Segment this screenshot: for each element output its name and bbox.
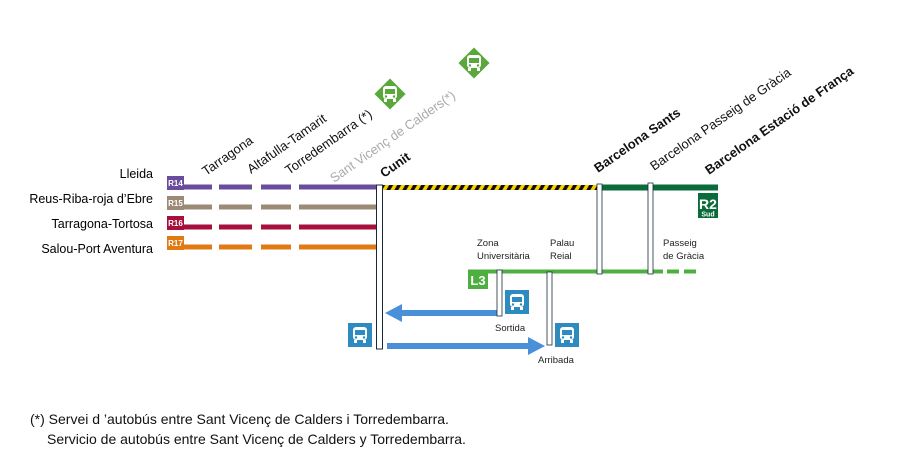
- bus-icon: [505, 290, 529, 314]
- arrow-to-palau-reial: [387, 337, 545, 355]
- zona-universitaria-connector: [496, 269, 503, 317]
- line-segment-r14: [299, 184, 376, 190]
- line-segment-r16: [219, 224, 252, 230]
- l3-dash: [684, 269, 696, 274]
- svg-text:L3: L3: [470, 273, 485, 288]
- line-segment-r17: [184, 244, 212, 250]
- passeig-gracia-connector: [647, 182, 654, 275]
- station-tarragona: Tarragona: [199, 132, 256, 178]
- footnote-spanish: Servicio de autobús entre Sant Vicenç de…: [47, 431, 466, 447]
- bus-icon: [348, 323, 372, 347]
- line-badge-text: R16: [168, 219, 183, 228]
- line-segment-r16: [261, 224, 291, 230]
- origin-label-tarragona-tortosa: Tarragona-Tortosa: [52, 217, 153, 231]
- palau-reial-connector: [546, 271, 553, 346]
- line-badge-text: R14: [168, 179, 183, 188]
- bus-icon: [555, 323, 579, 347]
- bus-sortida-label: Sortida: [495, 323, 526, 334]
- replacement-bus-icon: [458, 47, 490, 79]
- line-badge-r14: R14: [167, 176, 184, 190]
- r2-line: [597, 184, 718, 191]
- line-badge-r16: R16: [167, 216, 184, 230]
- line-segment-r15: [261, 204, 291, 210]
- line-badge-text: R17: [168, 239, 183, 248]
- r2-sud-badge: R2 Sud: [698, 193, 718, 219]
- line-segment-r17: [219, 244, 252, 250]
- l3-badge: L3: [468, 270, 488, 289]
- line-segment-r14: [219, 184, 252, 190]
- origin-label-salou: Salou-Port Aventura: [41, 242, 153, 256]
- line-badge-r17: R17: [167, 236, 184, 250]
- line-badge-r15: R15: [167, 196, 184, 210]
- cunit-station-bar: [376, 184, 383, 350]
- svg-text:R2: R2: [699, 196, 717, 212]
- line-segment-r17: [261, 244, 291, 250]
- arrow-to-cunit: [385, 304, 498, 322]
- station-cunit: Cunit: [377, 149, 413, 181]
- line-segment-r15: [299, 204, 376, 210]
- line-segment-r14: [184, 184, 212, 190]
- l3-line: [468, 269, 663, 274]
- replacement-bus-icon: [374, 78, 406, 110]
- line-segment-r16: [184, 224, 212, 230]
- footnote-catalan: (*) Servei d ’autobús entre Sant Vicenç …: [30, 411, 449, 427]
- bus-arribada-label: Arribada: [538, 355, 575, 366]
- line-segment-r16: [299, 224, 376, 230]
- hatched-section: [383, 185, 598, 190]
- svg-text:Sud: Sud: [701, 212, 714, 219]
- l3-dash: [667, 269, 679, 274]
- line-badge-text: R15: [168, 199, 183, 208]
- origin-label-lleida: Lleida: [120, 167, 153, 181]
- line-segment-r15: [184, 204, 212, 210]
- line-segment-r17: [299, 244, 376, 250]
- station-barcelona-sants: Barcelona Sants: [591, 105, 683, 176]
- line-segment-r14: [261, 184, 291, 190]
- origin-label-reus: Reus-Riba-roja d’Ebre: [29, 192, 153, 206]
- line-segment-r15: [219, 204, 252, 210]
- sants-connector: [596, 183, 603, 275]
